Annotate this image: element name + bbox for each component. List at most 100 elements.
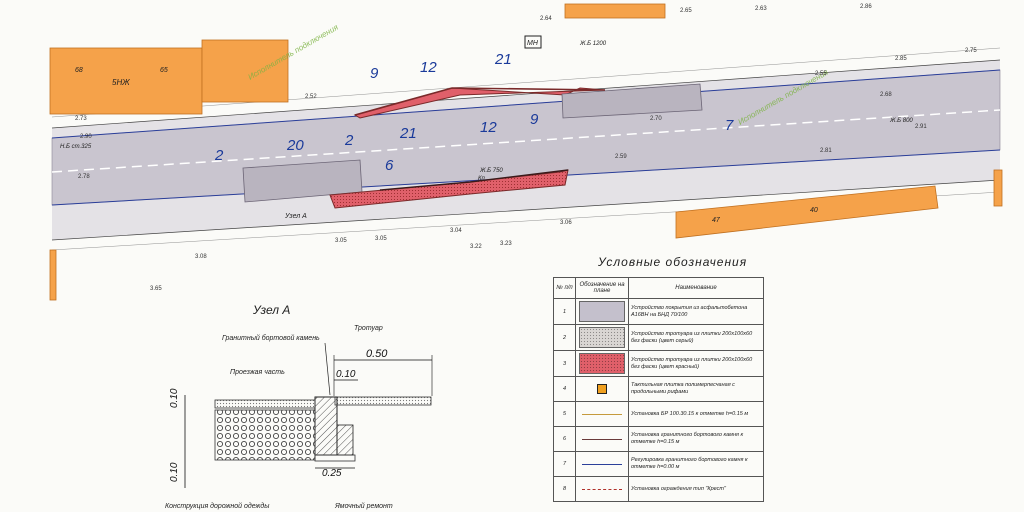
pipe-label: Ж.Б 750 [479,168,503,174]
dim-010-left-top: 0.10 [169,388,180,408]
elevation-mark: 2.55 [815,71,827,77]
elevation-mark: 2.91 [915,124,927,130]
legend-swatch [579,327,625,348]
legend-row: 7 Регулировка гранитного бортового камня … [553,451,764,477]
elevation-mark: 2.81 [820,148,832,154]
legend-row-symbol [575,324,629,351]
legend-row: 1 Устройство покрытия из асфальтобетона А… [553,298,764,325]
segment-label: 9 [370,65,379,82]
legend-swatch [582,413,622,415]
elevation-mark: 3.08 [195,254,207,260]
curb-label: Гранитный бортовой камень [222,334,320,342]
pavement-label: Конструкция дорожной одежды [165,502,270,510]
base-layer [314,454,356,462]
pipe-label: Ж.Б 800 [889,118,913,124]
elevation-mark: 2.64 [540,16,552,22]
dim-025: 0.25 [322,468,342,479]
elevation-mark: 3.06 [560,220,572,226]
dim-010-left-bottom: 0.10 [169,462,180,482]
dim-050: 0.50 [366,348,388,360]
legend-row-number: 5 [553,401,576,427]
building-40-label: 40 [810,207,818,214]
segment-label: 7 [725,117,734,134]
tile-red-top [353,87,606,119]
node-a-reference: Узел А [284,213,307,220]
legend-swatch [582,488,622,490]
segment-label: 6 [385,157,394,174]
legend-row-symbol [575,451,629,477]
building-edge-left [49,249,57,301]
elevation-mark: 2.63 [755,6,767,12]
manhole-label: МН [527,40,539,47]
elevation-mark: 2.68 [880,92,892,98]
elevation-mark: 2.86 [860,4,872,10]
elevation-mark: 2.70 [650,116,662,122]
curb-stone [314,396,338,456]
pipe-label: Ж.Б 1200 [579,41,607,47]
sidewalk-label: Тротуар [354,325,383,332]
legend-row-number: 8 [553,476,576,502]
asphalt-layer [214,399,316,409]
segment-label: 12 [420,59,437,76]
building-name-label: 5НЖ [112,78,130,87]
building-47-label: 47 [712,217,721,224]
building-68 [49,47,203,115]
curb-line-bottom [379,169,569,191]
legend-swatch [597,384,607,394]
elevation-mark: 3.04 [450,228,462,234]
legend-swatch [582,463,622,465]
legend-row-number: 2 [553,324,576,351]
elevation-mark: 2.78 [78,174,90,180]
elevation-mark: 2.90 [80,134,92,140]
tile-grey-top [561,83,703,119]
legend-row-symbol [575,376,629,402]
buildings [49,3,1003,301]
elevation-mark: 2.65 [680,8,692,14]
legend-title: Условные обозначения [598,255,748,269]
legend-row-text: Устройство тротуара из плитки 200х100х60… [628,324,764,351]
segment-label: 9 [530,111,539,128]
sidewalk-works [242,83,703,209]
legend-table: № п/п Обозначение на плане Наименование … [553,277,764,502]
legend-row-number: 1 [553,298,576,325]
building-annex [201,39,289,103]
legend-body: 1 Устройство покрытия из асфальтобетона А… [553,298,764,502]
elevation-mark: 2.85 [895,56,907,62]
legend-row-symbol [575,476,629,502]
elevation-mark: 2.75 [965,48,977,54]
legend-header-num: № п/п [553,277,576,299]
legend-row: 5 Установка БР 100.30.15 к отметке h=0.15… [553,401,764,427]
legend-row-text: Устройство тротуара из плитки 200х100х60… [628,350,764,377]
legend-row-text: Регулировка гранитного бортового камня к… [628,451,764,477]
legend-row-text: Установка БР 100.30.15 к отметке h=0.15 … [628,401,764,427]
curb-tag: Кп [478,176,486,182]
legend-swatch [579,353,625,374]
chainage-label: Н.Б ст.325 [60,144,92,150]
elevation-mark: 3.22 [470,244,482,250]
building-65-label: 65 [160,67,168,74]
legend-row-number: 4 [553,376,576,402]
carriageway-label: Проезжая часть [230,369,285,376]
legend-row-symbol [575,298,629,325]
legend-row-number: 7 [553,451,576,477]
legend-row-symbol [575,350,629,377]
elevation-mark: 2.73 [75,116,87,122]
legend-row-symbol [575,426,629,452]
elevation-mark: 2.59 [615,154,627,160]
sidewalk-layer [334,396,432,406]
building-top [564,3,666,19]
pavement-base [214,409,316,461]
legend-row: 3 Устройство тротуара из плитки 200х100х6… [553,350,764,377]
legend-row-text: Устройство покрытия из асфальтобетона А1… [628,298,764,325]
segment-label: 2 [214,147,224,164]
curb-line-top [354,87,606,116]
node-a-detail: Узел А Гранитный бортовой камень Тротуар… [165,303,433,510]
curb-base [336,424,354,456]
legend-row-number: 3 [553,350,576,377]
building-edge-right [993,169,1003,207]
elevation-marks: 2.73 2.90 2.78 2.65 2.55 2.70 2.68 2.64 … [75,4,977,292]
